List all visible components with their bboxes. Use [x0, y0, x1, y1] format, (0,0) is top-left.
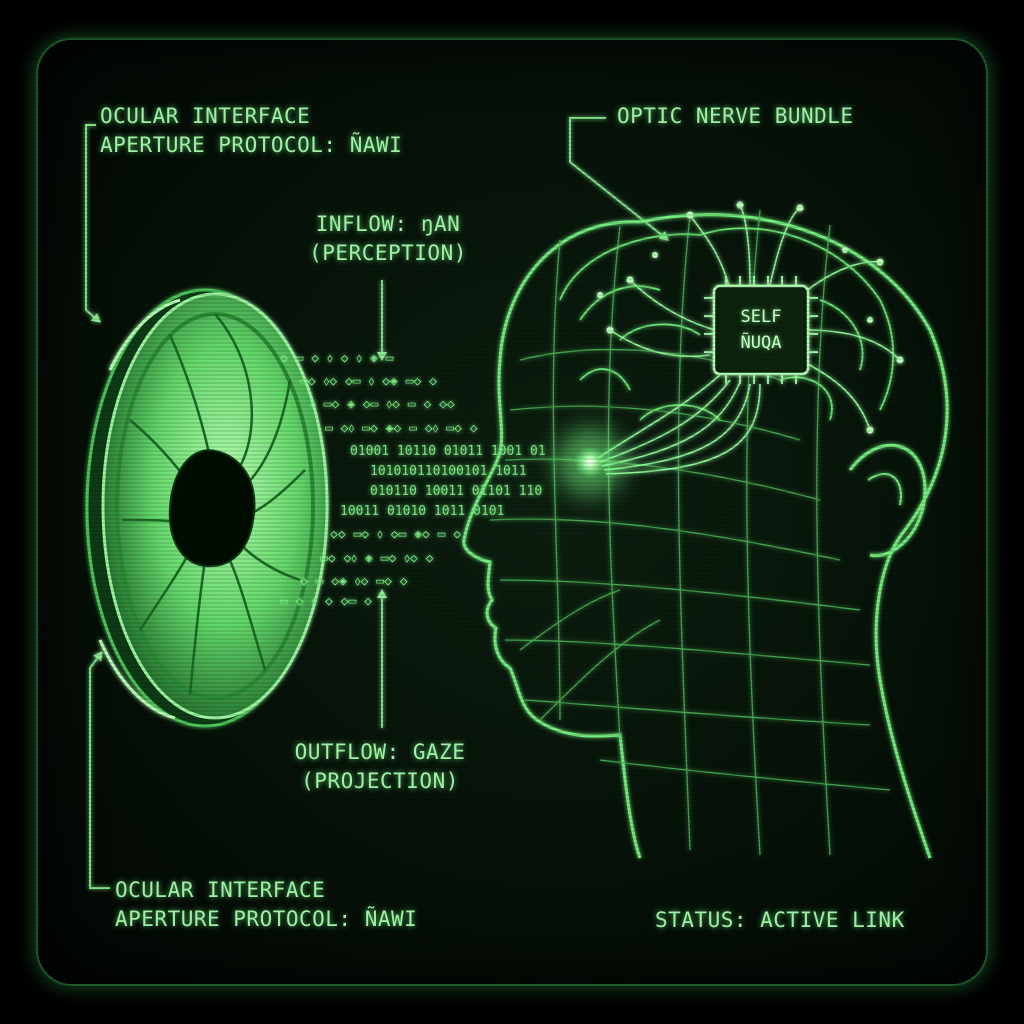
- optic-nerve-leader: [569, 117, 669, 241]
- bottom-left-leader: [89, 651, 110, 889]
- aperture-icon: [85, 288, 329, 728]
- top-left-leader: [85, 124, 101, 323]
- svg-text:▭ ◇ ⬨ ◇ ◇▭ ◇: ▭ ◇ ⬨ ◇ ◇▭ ◇: [280, 594, 372, 609]
- data-stream: ◇ ▭ ◇ ⬨ ◇ ⬨ ◈ ▭ ▭◇ ⬨◇ ◇▭ ⬨ ◇◈ ▭◇ ◇ ⬨ ▭◇ …: [280, 351, 546, 609]
- svg-text:◇ ▭ ◇ ⬨ ◇ ⬨ ◈ ▭: ◇ ▭ ◇ ⬨ ◇ ⬨ ◈ ▭: [280, 351, 394, 366]
- bottom-left-label: OCULAR INTERFACE APERTURE PROTOCOL: ÑAWI: [115, 878, 418, 931]
- inflow-label: INFLOW: ŋAN (PERCEPTION): [309, 212, 467, 265]
- svg-text:◇ ▭ ◇◈ ⬨◇ ▭◇ ◇: ◇ ▭ ◇◈ ⬨◇ ▭◇ ◇: [300, 574, 408, 589]
- top-left-label: OCULAR INTERFACE APERTURE PROTOCOL: ÑAWI: [100, 104, 403, 157]
- svg-text:01001 10110 01011 1001 01: 01001 10110 01011 1001 01: [350, 444, 546, 459]
- status-label: STATUS: ACTIVE LINK: [655, 908, 905, 932]
- svg-text:101010110100101 1011: 101010110100101 1011: [370, 464, 527, 479]
- microchip-icon: [704, 276, 818, 384]
- svg-text:10011 01010 1011 0101: 10011 01010 1011 0101: [340, 504, 504, 519]
- svg-text:◇◇ ▭◇ ⬨ ◇▭ ◈◇ ▭ ◇: ◇◇ ▭◇ ⬨ ◇▭ ◈◇ ▭ ◇: [330, 527, 461, 542]
- optic-nerve-label: OPTIC NERVE BUNDLE: [617, 104, 854, 128]
- svg-text:010110 10011 01101 110: 010110 10011 01101 110: [370, 484, 542, 499]
- eye-glow: [556, 428, 624, 496]
- svg-text:▭◇ ◇⬨ ◈ ▭◇ ⬨◇ ◇: ▭◇ ◇⬨ ◈ ▭◇ ⬨◇ ◇: [320, 551, 434, 566]
- outflow-label: OUTFLOW: GAZE (PROJECTION): [294, 740, 466, 793]
- svg-text:▭◇ ⬨◇ ◇▭ ⬨ ◇◈ ▭◇ ◇: ▭◇ ⬨◇ ◇▭ ⬨ ◇◈ ▭◇ ◇: [300, 374, 437, 389]
- svg-text:⬨ ▭◇ ◈ ◇▭ ⬨◇ ▭ ◇ ◇◇: ⬨ ▭◇ ◈ ◇▭ ⬨◇ ▭ ◇ ◇◇: [310, 397, 455, 412]
- chip-label: SELF ÑUQA: [740, 307, 782, 353]
- svg-text:▭ ◇⬨ ▭◇ ◈◇ ▭ ◇⬨ ▭◇ ◇: ▭ ◇⬨ ▭◇ ◈◇ ▭ ◇⬨ ▭◇ ◇: [325, 421, 478, 436]
- wireframe-head: [462, 201, 949, 859]
